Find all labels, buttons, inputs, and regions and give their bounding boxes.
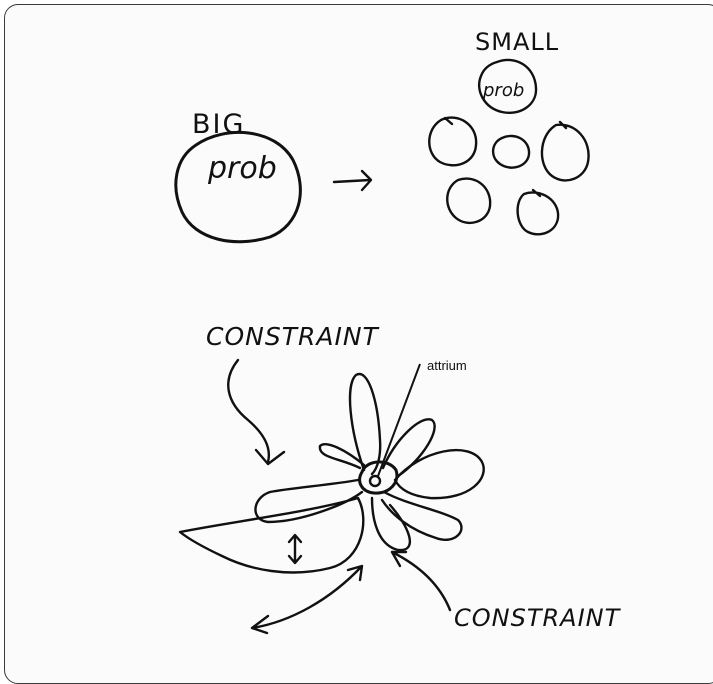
petal bbox=[372, 498, 410, 550]
attrium-dot bbox=[370, 476, 380, 486]
constraint-bottom-arrow bbox=[392, 552, 450, 610]
constraint-bottom-label: CONSTRAINT bbox=[454, 604, 622, 632]
small-problem-circle bbox=[493, 136, 529, 168]
gap-double-arrow bbox=[289, 535, 301, 563]
petal bbox=[382, 492, 461, 540]
big-problem-group: BIG prob bbox=[176, 109, 301, 242]
small-problem-circle bbox=[518, 190, 559, 234]
small-label: SMALL bbox=[475, 28, 559, 56]
rotation-double-arrow bbox=[252, 566, 362, 633]
big-problem-circle bbox=[176, 132, 301, 241]
petal bbox=[395, 450, 484, 498]
small-prob-label: prob bbox=[482, 80, 524, 101]
constraint-top-label: CONSTRAINT bbox=[206, 322, 380, 351]
small-problem-circle bbox=[447, 179, 490, 223]
attrium-leader-line bbox=[378, 364, 420, 476]
small-problem-circle bbox=[542, 122, 589, 180]
transform-arrow bbox=[334, 171, 371, 190]
big-prob-label: prob bbox=[207, 151, 277, 186]
petal-large bbox=[180, 498, 363, 572]
constraint-top-arrow bbox=[228, 360, 284, 464]
small-problems-group: SMALL prob bbox=[429, 28, 588, 234]
attrium-label: attrium bbox=[427, 358, 467, 373]
small-problem-circle bbox=[429, 118, 476, 166]
constraint-flower-group: CONSTRAINT attrium CONSTRAINT bbox=[180, 322, 622, 633]
